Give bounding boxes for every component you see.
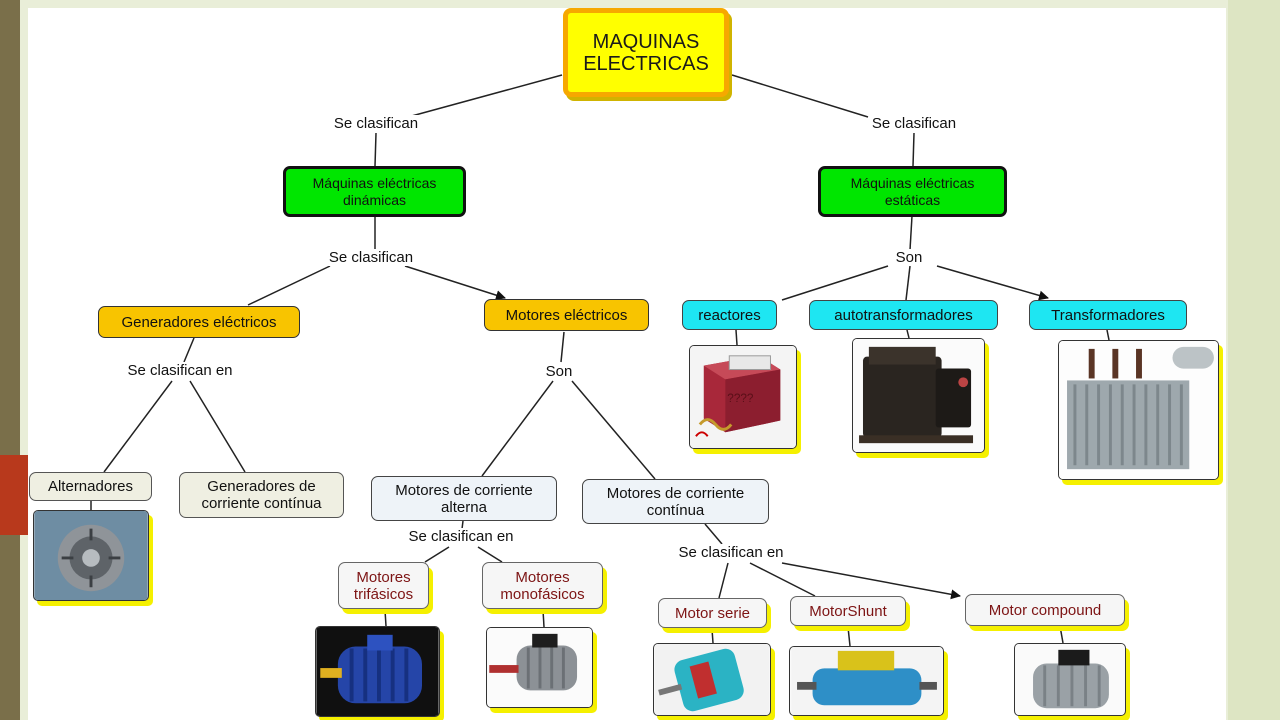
node-alternators: Alternadores: [29, 472, 152, 501]
node-transformers: Transformadores: [1029, 300, 1187, 330]
node-single-phase-motors: Motores monofásicos: [482, 562, 603, 609]
transformer-illustration: [1059, 341, 1218, 479]
edge-label-static: Son: [892, 249, 926, 266]
node-shunt-motor: MotorShunt: [790, 596, 906, 626]
autotransformer-image: [852, 338, 985, 453]
alternator-image: [33, 510, 149, 601]
edge-label-dynamic: Se clasifican: [325, 249, 417, 266]
node-dynamic-machines: Máquinas eléctricas dinámicas: [283, 166, 466, 217]
edge-label-generators: Se clasifican en: [124, 362, 236, 379]
node-static-machines: Máquinas eléctricas estáticas: [818, 166, 1007, 217]
series-motor-image: [653, 643, 771, 716]
compound-motor-illustration: [1015, 644, 1125, 715]
three-phase-motor-image: [315, 626, 440, 717]
shunt-motor-illustration: [791, 647, 942, 715]
left-accent-bar: [0, 0, 20, 720]
node-three-phase-motors: Motores trifásicos: [338, 562, 429, 609]
left-accent-tab: [0, 455, 28, 535]
series-motor-illustration: [654, 644, 770, 715]
autotransformer-illustration: [853, 339, 984, 452]
node-dc-motors: Motores de corriente contínua: [582, 479, 769, 524]
node-dc-generators: Generadores de corriente contínua: [179, 472, 344, 518]
root-node-maquinas-electricas: MAQUINAS ELECTRICAS: [563, 8, 729, 97]
node-compound-motor: Motor compound: [965, 594, 1125, 626]
node-reactors: reactores: [682, 300, 777, 330]
transformer-image: [1058, 340, 1219, 480]
shunt-motor-image: [789, 646, 944, 716]
edge-label-left-top: Se clasifican: [330, 115, 422, 132]
node-series-motor: Motor serie: [658, 598, 767, 628]
right-accent-band: [1228, 0, 1280, 720]
node-ac-motors: Motores de corriente alterna: [371, 476, 557, 521]
node-autotransformers: autotransformadores: [809, 300, 998, 330]
node-generators: Generadores eléctricos: [98, 306, 300, 338]
edge-label-ac-motors: Se clasifican en: [405, 528, 517, 545]
edge-label-motors: Son: [542, 363, 576, 380]
reactor-image: ????: [689, 345, 797, 449]
reactor-illustration: ????: [690, 346, 796, 448]
svg-text:????: ????: [727, 392, 754, 405]
node-motors: Motores eléctricos: [484, 299, 649, 331]
single-phase-motor-image: [486, 627, 593, 708]
edge-label-right-top: Se clasifican: [868, 115, 960, 132]
edge-label-dc-motors: Se clasifican en: [675, 544, 787, 561]
single-phase-motor-illustration: [487, 628, 592, 707]
alternator-illustration: [34, 511, 148, 600]
three-phase-motor-illustration: [316, 627, 439, 716]
compound-motor-image: [1014, 643, 1126, 716]
